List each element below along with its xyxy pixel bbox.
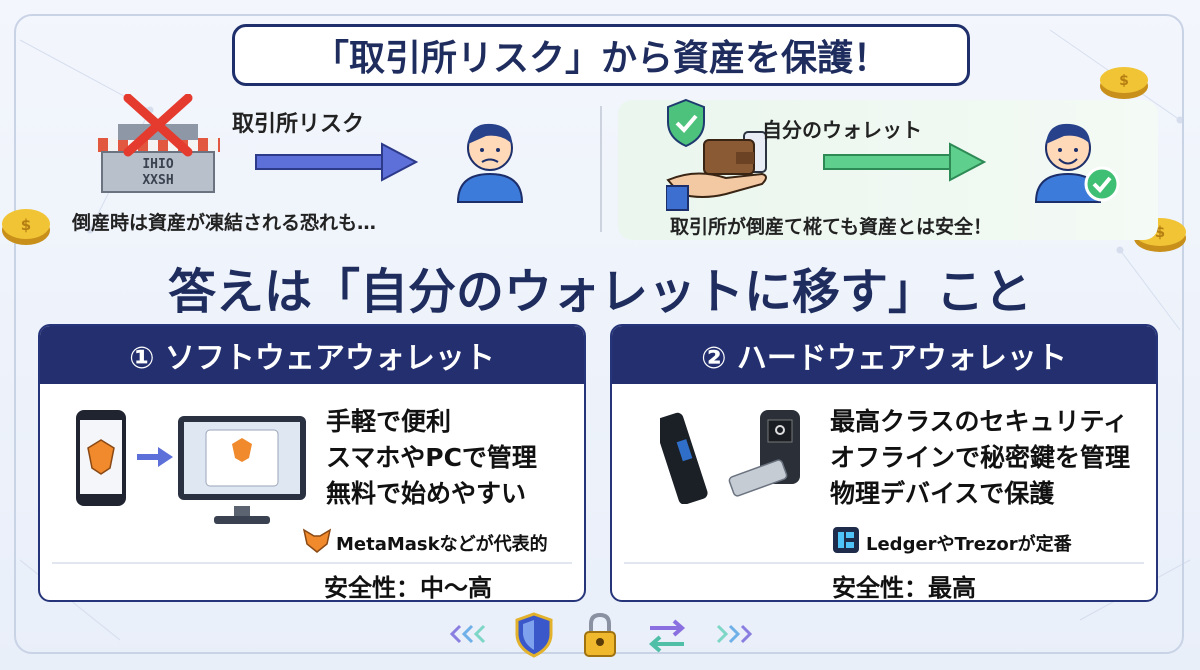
hardware-wallet-device-icon bbox=[660, 410, 800, 504]
exchange-risk-caption: 倒産時は資産が凍結される恐れも… bbox=[72, 212, 377, 234]
software-safety-level: 安全性：中〜高 bbox=[324, 574, 492, 602]
section-divider bbox=[600, 106, 602, 232]
arrow-right-icon bbox=[823, 142, 986, 182]
worried-person-icon bbox=[456, 123, 524, 203]
shop-sign-text: IHIO bbox=[142, 157, 173, 172]
card-separator bbox=[52, 562, 572, 564]
hardware-wallet-card: ② ハードウェアウォレット 最高クラスのセキュリティ オフラインで秘密鍵を管理 … bbox=[610, 324, 1158, 602]
metamask-fox-icon bbox=[302, 528, 332, 553]
chevrons-left-icon bbox=[449, 624, 486, 644]
monitor-icon bbox=[178, 416, 306, 524]
hardware-feature: オフラインで秘密鍵を管理 bbox=[830, 443, 1131, 472]
chevrons-right-icon bbox=[716, 624, 753, 644]
coin-icon: $ bbox=[2, 209, 50, 245]
hardware-safety-level: 安全性：最高 bbox=[832, 574, 976, 602]
own-wallet-label: 自分のウォレット bbox=[762, 118, 922, 142]
own-wallet-caption: 取引所が倒産て椛ても資産とは安全！ bbox=[670, 216, 993, 238]
happy-person-icon bbox=[1034, 123, 1120, 203]
card-separator bbox=[624, 562, 1144, 564]
svg-text:$: $ bbox=[1155, 223, 1165, 241]
answer-headline: 答えは「自分のウォレットに移す」こと bbox=[167, 264, 1032, 320]
shield-icon bbox=[515, 612, 553, 658]
exchange-risk-label: 取引所リスク bbox=[232, 112, 365, 137]
software-feature: 無料で始めやすい bbox=[326, 479, 527, 508]
hardware-wallet-heading: ② ハードウェアウォレット bbox=[612, 326, 1156, 384]
svg-text:$: $ bbox=[21, 216, 31, 234]
arrow-right-icon bbox=[137, 447, 173, 467]
shield-check-icon bbox=[667, 98, 705, 148]
page-title: 「取引所リスク」から資産を保護！ bbox=[232, 24, 970, 86]
software-brand-note: MetaMaskなどが代表的 bbox=[336, 534, 548, 555]
svg-text:$: $ bbox=[1119, 73, 1129, 89]
hand-holding-wallet-icon bbox=[666, 131, 767, 211]
smartphone-fox-icon bbox=[76, 410, 126, 506]
software-feature: 手軽で便利 bbox=[326, 407, 452, 436]
software-wallet-heading: ① ソフトウェアウォレット bbox=[40, 326, 584, 384]
software-wallet-card: ① ソフトウェアウォレット 手軽で便利 スマホやPCで管理 無料で始めやすい M… bbox=[38, 324, 586, 602]
software-feature: スマホやPCで管理 bbox=[326, 443, 537, 472]
hardware-feature: 物理デバイスで保護 bbox=[830, 479, 1055, 508]
shop-sign-text: XXSH bbox=[142, 173, 173, 188]
closed-exchange-shop-icon: IHIO XXSH bbox=[96, 94, 220, 193]
swap-arrows-icon bbox=[648, 619, 686, 653]
arrow-right-icon bbox=[255, 142, 418, 182]
hardware-brand-note: LedgerやTrezorが定番 bbox=[866, 534, 1072, 555]
padlock-icon bbox=[584, 612, 616, 657]
hardware-feature: 最高クラスのセキュリティ bbox=[830, 407, 1129, 436]
ledger-logo-icon bbox=[833, 527, 859, 553]
coin-icon: $ bbox=[1100, 67, 1148, 99]
